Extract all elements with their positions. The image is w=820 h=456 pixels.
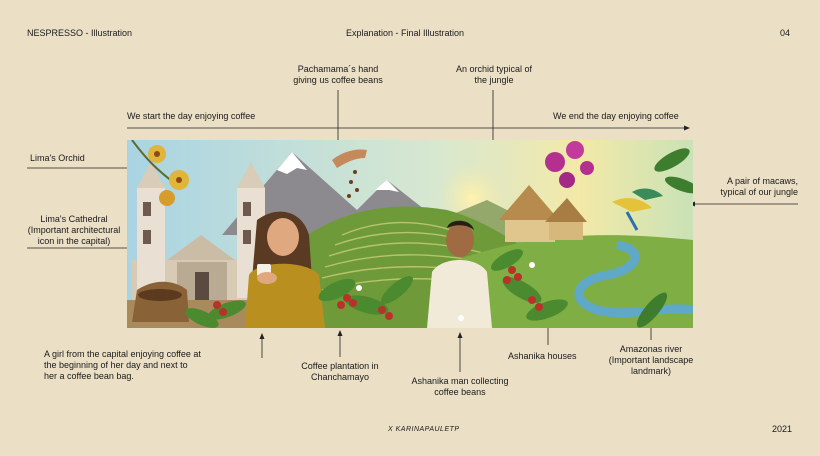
- ashanika-man: [427, 220, 492, 328]
- jungle-orchid: [545, 141, 594, 188]
- jungle-leaves: [636, 148, 693, 328]
- coffee-plants: [185, 249, 568, 328]
- artist-signature: X KARINAPAULETP: [388, 426, 460, 433]
- header-subtitle: Explanation - Final Illustration: [346, 28, 465, 38]
- ashanika-houses: [499, 185, 587, 242]
- girl-with-coffee: [245, 211, 325, 328]
- label-macaws: A pair of macaws,typical of our jungle: [720, 176, 798, 197]
- timeline-end-label: We end the day enjoying coffee: [553, 111, 679, 121]
- label-girl: A girl from the capital enjoying coffee …: [44, 349, 201, 381]
- page-number: 04: [780, 28, 791, 38]
- footer-year: 2021: [772, 424, 793, 434]
- label-lima-cathedral: Lima's Cathedral(Important architectural…: [27, 214, 121, 246]
- label-lima-orchid: Lima's Orchid: [30, 153, 85, 163]
- timeline-start-label: We start the day enjoying coffee: [127, 111, 256, 121]
- pachamama-hand: [332, 149, 367, 198]
- header-title: NESPRESSO - Illustration: [27, 28, 133, 38]
- landscape-illustration: [127, 140, 693, 328]
- illustration-panel: [127, 140, 693, 328]
- lima-orchid: [131, 140, 189, 206]
- macaws: [612, 188, 663, 231]
- label-ashanika-houses: Ashanika houses: [508, 351, 577, 361]
